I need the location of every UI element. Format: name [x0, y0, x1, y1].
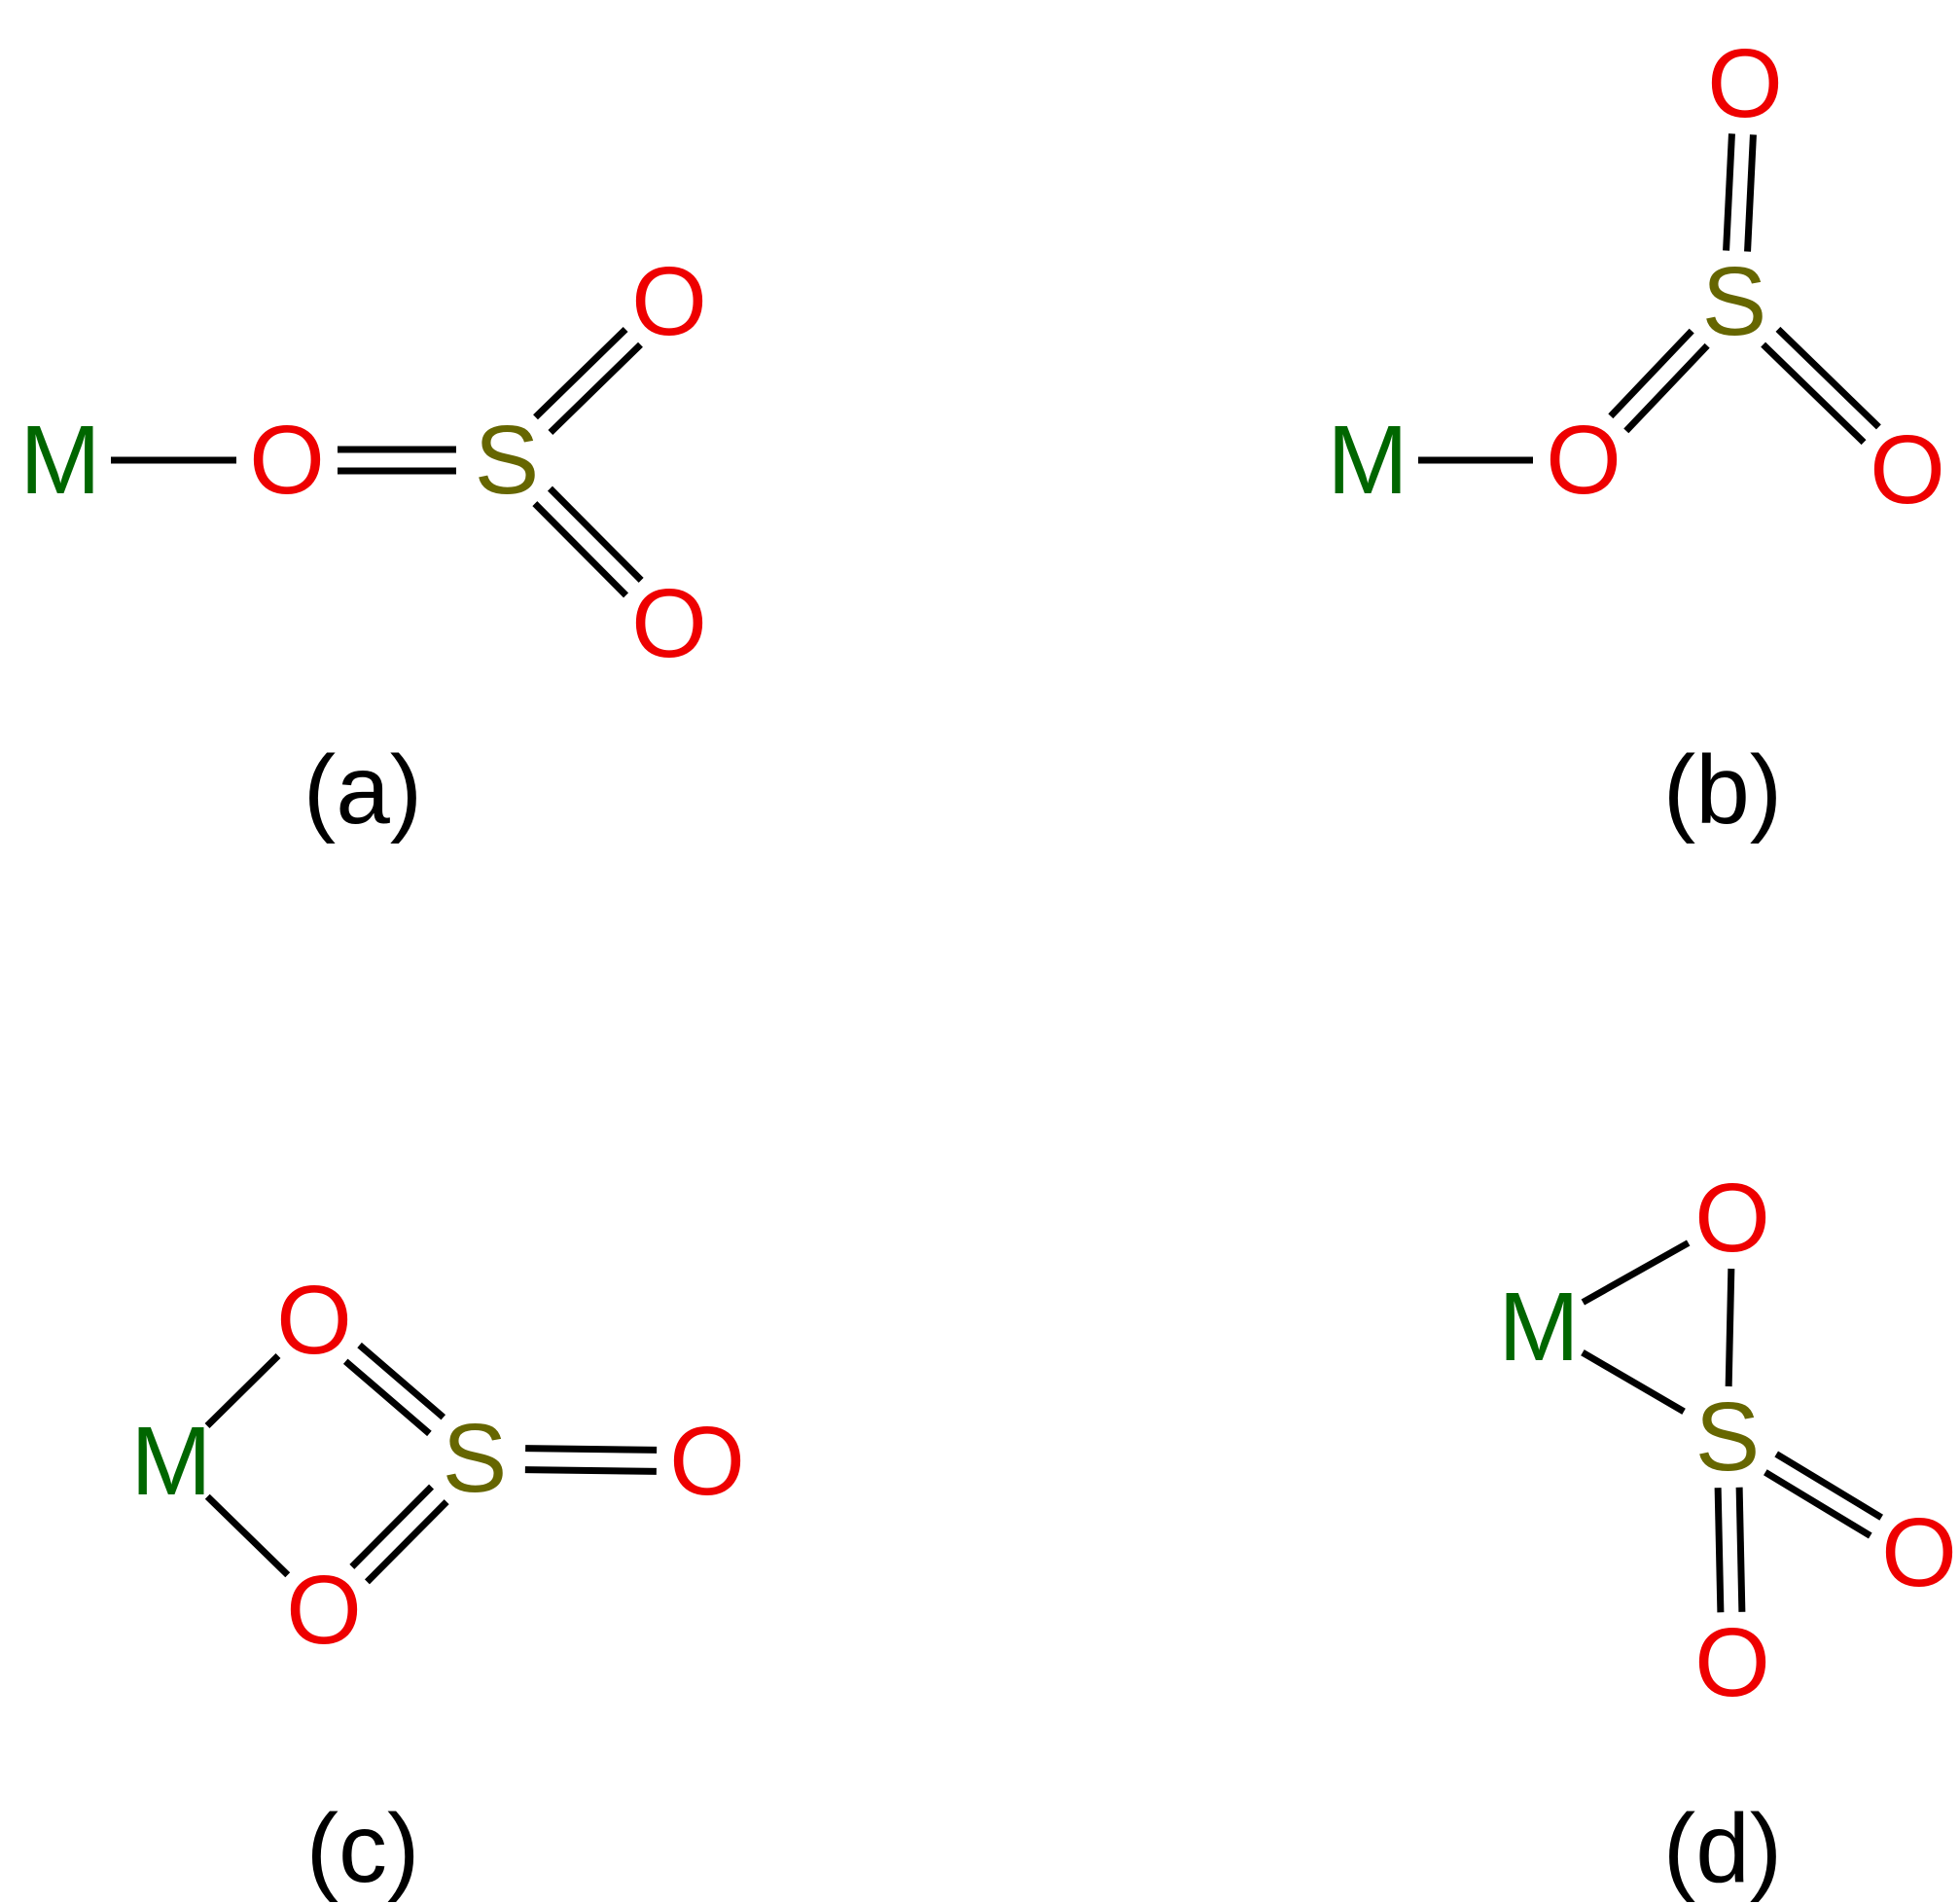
- atom-sulfur-s: S: [443, 1404, 508, 1513]
- atom-oxygen-o1: O: [1546, 406, 1621, 515]
- atom-oxygen-o2: O: [1881, 1498, 1957, 1607]
- double-bond-line-s-o3: [1761, 341, 1867, 446]
- atom-oxygen-o1: O: [276, 1266, 352, 1375]
- atom-oxygen-o3: O: [631, 569, 707, 678]
- double-bond-line-s-o2: [1744, 134, 1757, 252]
- double-bond-line-s-o2: [1774, 1451, 1883, 1521]
- double-bond-line-s-o3: [1735, 1487, 1746, 1612]
- bonds-layer: [111, 133, 1883, 1613]
- atom-metal-m: M: [1498, 1273, 1579, 1382]
- atom-oxygen-o2: O: [1707, 29, 1783, 138]
- double-bond-line-s-o3: [532, 501, 629, 598]
- structure-caption: (a): [303, 736, 422, 844]
- structure-caption: (b): [1663, 736, 1782, 844]
- double-bond-line-o1-s: [1608, 328, 1694, 419]
- structure-caption: (c): [306, 1794, 420, 1903]
- atom-oxygen-o1: O: [249, 406, 325, 515]
- double-bond-line-s-o3: [524, 1466, 657, 1475]
- single-bond-line-m-s: [1581, 1349, 1686, 1415]
- atom-sulfur-s: S: [475, 406, 540, 515]
- atom-oxygen-o2: O: [286, 1556, 362, 1665]
- single-bond-line-o1-s: [1725, 1268, 1735, 1387]
- atom-sulfur-s: S: [1695, 1383, 1761, 1491]
- structure-c: [204, 1342, 658, 1585]
- double-bond-line-o2-s: [364, 1499, 449, 1585]
- double-bond-line-o1-s: [357, 1342, 446, 1420]
- atom-metal-m: M: [1327, 406, 1408, 515]
- double-bond-line-s-o3: [1775, 326, 1881, 430]
- structure-d: [1581, 1239, 1883, 1613]
- captions-layer: (a) (b) (c) (d): [303, 736, 1782, 1903]
- structure-caption: (d): [1663, 1794, 1782, 1903]
- atom-oxygen-o3: O: [1870, 415, 1945, 524]
- double-bond-line-s-o2: [548, 341, 643, 436]
- single-bond-line-m-o2: [204, 1493, 291, 1578]
- atom-oxygen-o3: O: [1694, 1608, 1770, 1717]
- double-bond-line-s-o2: [1764, 1469, 1872, 1539]
- double-bond-line-s-o3: [525, 1445, 658, 1454]
- atom-metal-m: M: [19, 406, 100, 515]
- atom-oxygen-o3: O: [669, 1407, 745, 1516]
- double-bond-line-o1-s: [1623, 342, 1710, 434]
- double-bond-line-s-o3: [1714, 1488, 1725, 1613]
- double-bond-line-o1-s: [342, 1358, 432, 1437]
- double-bond-line-o2-s: [349, 1484, 435, 1569]
- double-bond-line-s-o2: [533, 326, 628, 420]
- atom-oxygen-o2: O: [631, 247, 707, 356]
- structure-a: [111, 326, 644, 598]
- atom-metal-m: M: [130, 1407, 211, 1516]
- atom-sulfur-s: S: [1702, 247, 1767, 356]
- double-bond-line-s-o3: [547, 485, 644, 583]
- single-bond-line-m-o1: [204, 1353, 281, 1428]
- atom-oxygen-o1: O: [1694, 1164, 1770, 1273]
- double-bond-line-s-o2: [1723, 133, 1735, 251]
- single-bond-line-m-o1: [1581, 1239, 1691, 1306]
- structure-b: [1418, 133, 1881, 464]
